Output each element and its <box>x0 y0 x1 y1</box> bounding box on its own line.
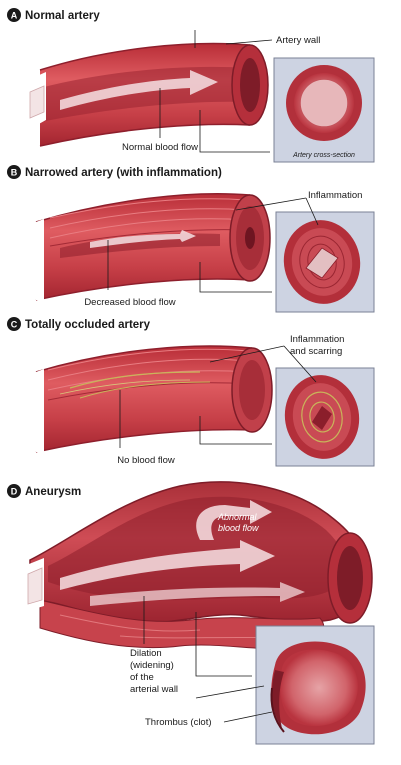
panel-b: B Narrowed artery (with inflammation) <box>7 165 374 312</box>
occluded-artery-tube <box>36 346 272 454</box>
abnormal-flow-label-1: Abnormal <box>217 512 258 522</box>
thrombus-label: Thrombus (clot) <box>145 717 212 728</box>
scarring-label-c: and scarring <box>290 346 342 357</box>
cross-section-box-a: Artery cross-section <box>274 58 374 162</box>
panel-c-letter: C <box>11 320 18 330</box>
artery-wall-label: Artery wall <box>276 35 320 46</box>
inflammation-label-b: Inflammation <box>308 190 362 201</box>
no-flow-label: No blood flow <box>117 455 175 466</box>
leader-wall-a <box>226 40 272 44</box>
panel-a-title: Normal artery <box>25 10 100 22</box>
cross-section-box-d <box>256 626 374 744</box>
normal-artery-tube <box>28 44 268 146</box>
cross-section-box-c <box>276 368 374 466</box>
dilation-label-3: of the <box>130 672 154 683</box>
panel-c-title: Totally occluded artery <box>25 319 151 331</box>
dilation-label-1: Dilation <box>130 648 162 659</box>
cross-section-label: Artery cross-section <box>292 152 355 159</box>
abnormal-flow-label-2: blood flow <box>218 523 259 533</box>
dilation-label-2: (widening) <box>130 660 174 671</box>
narrowed-artery-tube <box>36 194 270 302</box>
cross-section-box-b <box>276 212 374 312</box>
decreased-flow-label: Decreased blood flow <box>84 297 175 308</box>
panel-c: C Totally occluded artery <box>7 317 374 466</box>
dilation-label-4: arterial wall <box>130 684 178 695</box>
leader-wall-d <box>196 686 264 698</box>
panel-b-letter: B <box>11 168 18 178</box>
inflammation-label-c: Inflammation <box>290 334 344 345</box>
panel-d-title: Aneurysm <box>25 486 81 498</box>
panel-d-letter: D <box>11 487 18 497</box>
panel-b-title: Narrowed artery (with inflammation) <box>25 167 222 179</box>
panel-d: D Aneurysm Abnormal blood flow <box>7 482 374 744</box>
panel-a: A Normal artery Artery cross-section <box>7 8 374 162</box>
panel-a-letter: A <box>11 11 18 21</box>
normal-flow-label: Normal blood flow <box>122 142 198 153</box>
